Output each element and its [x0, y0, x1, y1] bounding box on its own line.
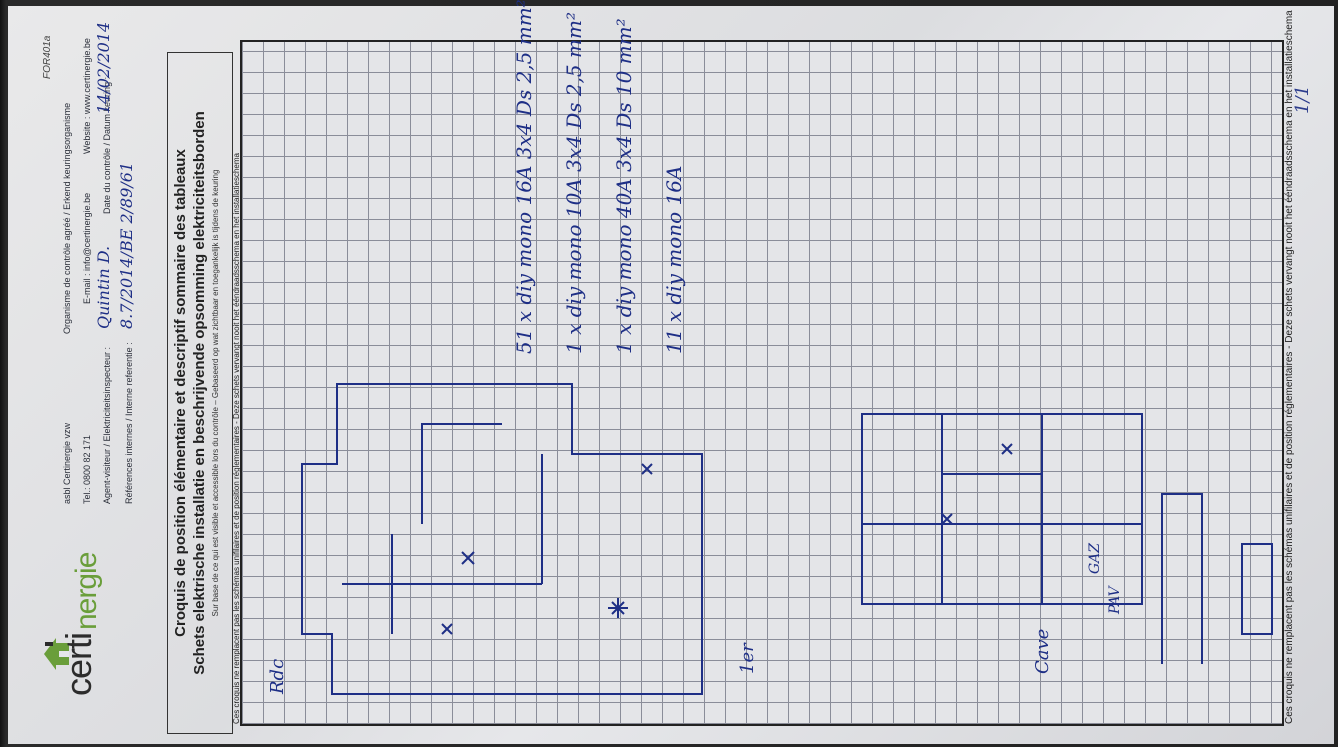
org-recognized: Organisme de contrôle agréé / Erkend keu…: [62, 102, 72, 334]
title-nl: Schets elektrische installatie en beschr…: [191, 111, 208, 675]
paper-sheet: certi nergie asbl Certinergie vzw Tel.: …: [8, 0, 1334, 744]
website-line: Website : www.certinergie.be: [82, 38, 92, 154]
logo-text-nergie: nergie: [70, 552, 103, 630]
org-line: asbl Certinergie vzw: [62, 422, 72, 504]
summary-line-1: 51 x diy mono 16A 3x4 Ds 2,5 mm²: [512, 0, 536, 354]
sketch-grid: [240, 40, 1284, 726]
title-fr: Croquis de position élémentaire et descr…: [172, 149, 189, 637]
email-line: E-mail : info@certinergie.be: [82, 192, 92, 304]
notice-bottom: Ces croquis ne remplacent pas les schéma…: [1284, 10, 1295, 724]
rotated-document: certi nergie asbl Certinergie vzw Tel.: …: [22, 0, 1322, 734]
title-box: Croquis de position élémentaire et descr…: [167, 52, 233, 734]
title-subtitle: Sur base de ce qui est visible et access…: [211, 169, 220, 617]
summary-line-4: 11 x diy mono 16A: [662, 165, 686, 354]
gas-meter-label: GAZ: [1087, 542, 1103, 574]
tel-line: Tel.: 0800 82 171: [82, 434, 92, 504]
agent-label: Agent-visiteur / Elektriciteitsinspecteu…: [102, 346, 112, 504]
date-value: 14/02/2014: [94, 21, 113, 114]
agent-value: Quintin D.: [94, 245, 113, 329]
panel-label: PAV: [1107, 586, 1123, 614]
certinergie-logo: certi nergie: [42, 546, 103, 726]
floor-label-ground: Rdc: [267, 658, 288, 694]
floorplan-sketch: [301, 383, 1273, 695]
floor-label-cellar: Cave: [1032, 628, 1053, 674]
page-number: 1/1: [1292, 85, 1313, 114]
ref-value: 8.7/2014/BE 2/89/61: [117, 161, 136, 329]
ref-label: Références internes / Interne referentie…: [124, 342, 134, 504]
summary-line-3: 1 x diy mono 40A 3x4 Ds 10 mm²: [612, 18, 636, 354]
logo-text-certi: certi: [58, 632, 99, 696]
summary-line-2: 1 x diy mono 10A 3x4 Ds 2,5 mm²: [562, 12, 586, 354]
floor-label-first: 1er: [737, 643, 758, 674]
form-code: FOR401a: [42, 35, 53, 79]
house-icon: [44, 638, 69, 670]
